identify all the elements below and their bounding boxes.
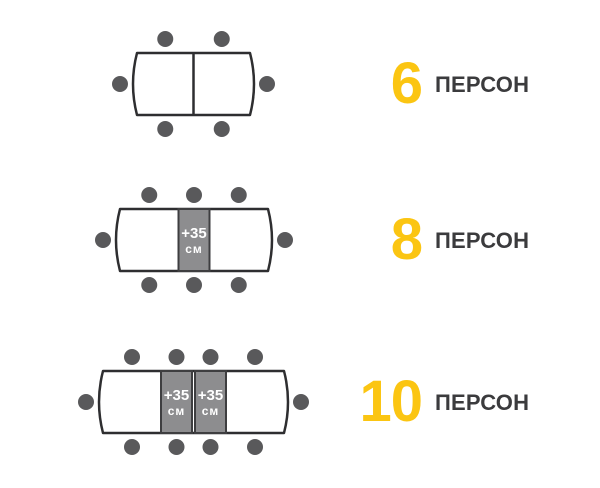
capacity-caption: ПЕРСОН [435, 228, 530, 253]
chair-dot [247, 439, 263, 455]
chair-dot [247, 349, 263, 365]
leaf-size-label: +35 [181, 225, 206, 242]
leaf-unit-label: см [168, 404, 186, 418]
chair-dot [112, 76, 128, 92]
chair-dot [277, 232, 293, 248]
capacity-label-6: 6 ПЕРСОН [340, 50, 570, 118]
chair-dot [168, 439, 185, 455]
chair-dot [230, 277, 247, 293]
chair-dot [213, 31, 230, 47]
leaf-unit-label: см [202, 404, 220, 418]
extension-leaf [160, 370, 193, 434]
capacity-number: 10 [359, 369, 423, 434]
leaf-unit-label: см [185, 242, 203, 256]
capacity-number: 8 [390, 207, 423, 272]
capacity-number: 6 [390, 51, 423, 116]
chair-dot [186, 277, 202, 293]
table-outline [97, 369, 290, 435]
chair-dot [95, 232, 111, 248]
chair-dot [157, 31, 174, 47]
extension-leaf [194, 370, 227, 434]
chair-dot [157, 121, 174, 137]
chair-dot [168, 349, 185, 365]
capacity-caption: ПЕРСОН [435, 72, 530, 97]
chair-dot [213, 121, 230, 137]
chair-dot [293, 394, 309, 410]
capacity-label-8: 8 ПЕРСОН [340, 206, 570, 274]
chair-dot [141, 187, 158, 203]
leaf-size-label: +35 [164, 387, 189, 404]
chair-dot [186, 187, 202, 203]
chair-dot [141, 277, 158, 293]
leaf-size-label: +35 [198, 387, 223, 404]
chair-dot [202, 349, 219, 365]
extension-leaf [177, 208, 211, 272]
capacity-caption: ПЕРСОН [435, 390, 530, 415]
chair-dot [78, 394, 94, 410]
chair-dot [230, 187, 247, 203]
chair-dot [259, 76, 275, 92]
capacity-label-10: 10 ПЕРСОН [340, 368, 570, 436]
chair-dot [124, 439, 140, 455]
chair-dot [202, 439, 219, 455]
chair-dot [124, 349, 140, 365]
